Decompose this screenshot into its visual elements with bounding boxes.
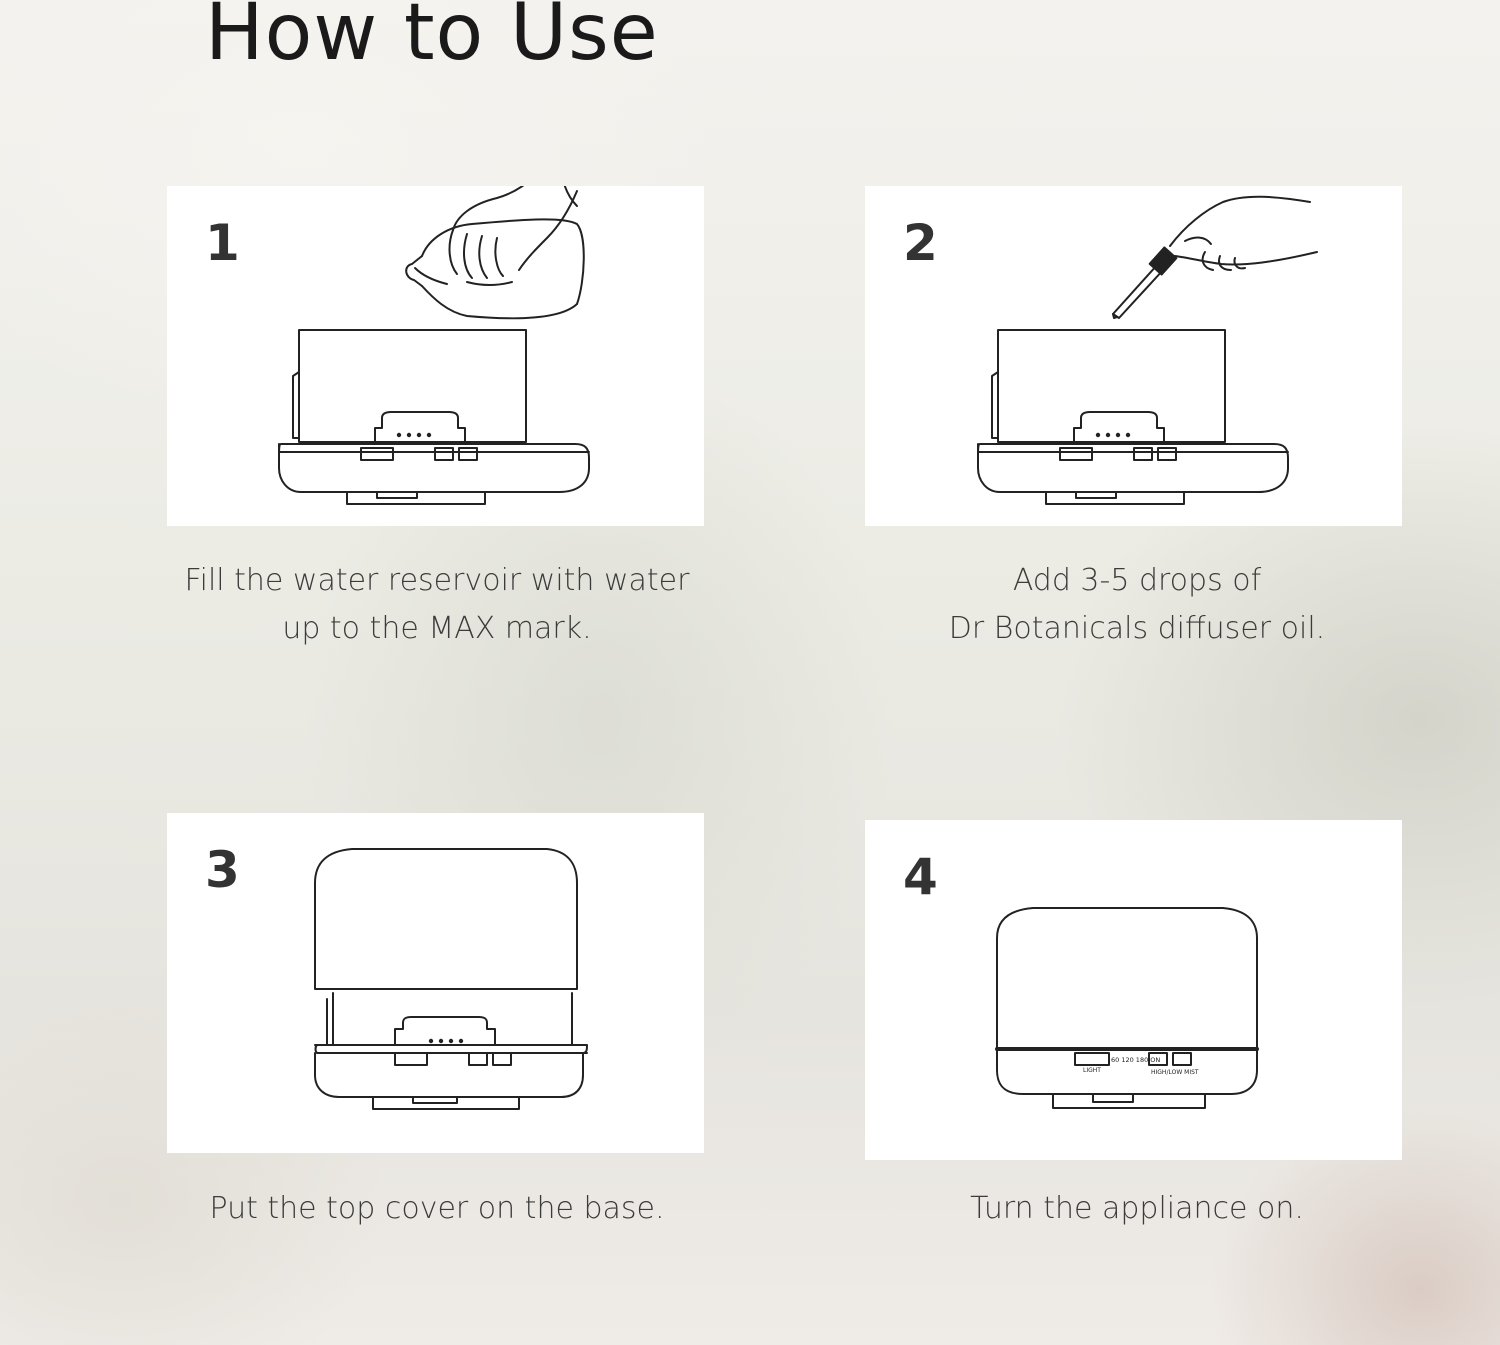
pour-water-illustration (278, 186, 590, 505)
add-oil-illustration (977, 195, 1318, 505)
step-card-4: 4 60 120 180 ON LIGHT HIGH/LOW MIST (865, 820, 1402, 1160)
step-number: 4 (903, 848, 938, 906)
step-number: 3 (205, 841, 240, 899)
light-label: LIGHT (1083, 1067, 1101, 1074)
step-card-1: 1 (167, 186, 704, 526)
step-card-3: 3 (167, 813, 704, 1153)
step-caption-3: Put the top cover on the base. (209, 1191, 665, 1226)
page-title: How to Use (205, 0, 659, 78)
mist-label: HIGH/LOW MIST (1151, 1069, 1199, 1076)
timer-label: 60 120 180 ON (1111, 1056, 1160, 1064)
step-number: 2 (903, 214, 938, 272)
step-caption-1: Fill the water reservoir with water up t… (184, 563, 690, 646)
appliance-on-illustration: 60 120 180 ON LIGHT HIGH/LOW MIST (995, 907, 1259, 1109)
step-caption-2: Add 3-5 drops of Dr Botanicals diffuser … (948, 563, 1326, 646)
cover-on-base-illustration (314, 848, 588, 1110)
step-card-2: 2 (865, 186, 1402, 526)
step-number: 1 (205, 214, 240, 272)
step-caption-4: Turn the appliance on. (970, 1191, 1304, 1226)
